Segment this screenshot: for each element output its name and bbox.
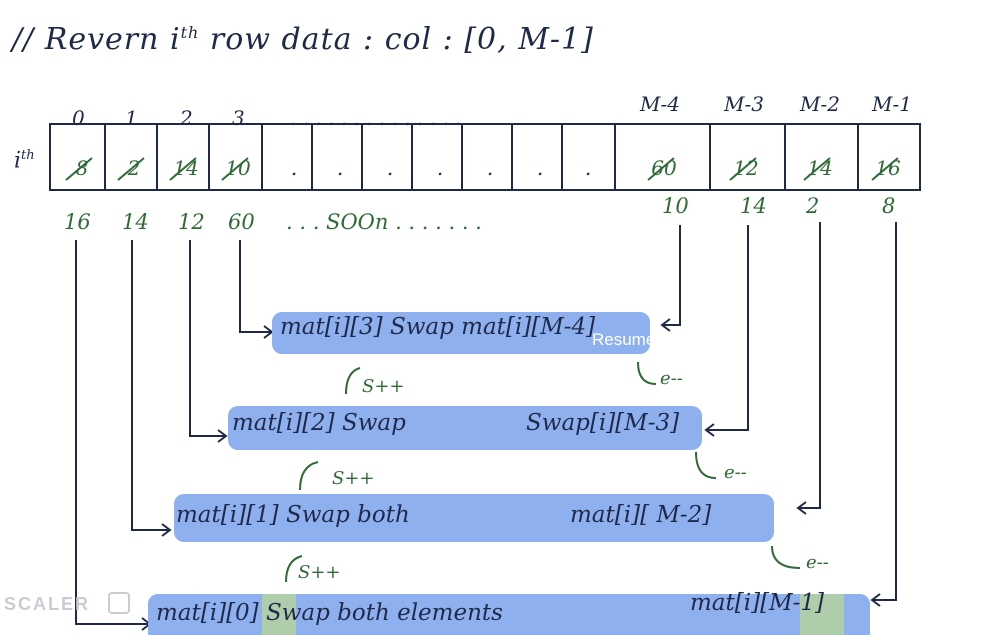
new-value: 12 <box>178 210 205 234</box>
connector-line <box>239 240 272 333</box>
swap-text: mat[i][0] Swap both elements <box>156 600 503 626</box>
swap-text: mat[i][3] Swap mat[i][M-4] <box>280 314 596 340</box>
array-cell: 12 <box>733 156 759 180</box>
swap-text: mat[i][2] Swap <box>232 410 406 436</box>
connector-line <box>706 225 749 431</box>
swap-band <box>174 494 774 542</box>
page-title: // Revern ith row data : col : [0, M-1] <box>12 22 594 57</box>
index-label: M-2 <box>800 92 840 116</box>
array-cell: . <box>584 156 592 180</box>
index-label: 0 <box>72 106 85 130</box>
new-value: 2 <box>806 194 820 218</box>
array-cell: . <box>536 156 544 180</box>
new-value: 8 <box>882 194 896 218</box>
strike-mark <box>729 157 757 181</box>
swap-text: mat[i][1] Swap both <box>176 502 410 528</box>
array-cell: 8 <box>75 156 89 180</box>
row-label: ith <box>14 148 35 174</box>
arrow-head <box>660 318 671 332</box>
index-label: 3 <box>232 106 245 130</box>
pointer-arrow <box>285 555 303 583</box>
strike-mark <box>803 157 831 181</box>
new-value: 16 <box>64 210 91 234</box>
array-cell: . <box>336 156 344 180</box>
swap-band <box>272 312 650 354</box>
strike-mark <box>647 157 675 181</box>
index-label: M-4 <box>640 92 680 116</box>
pointer-arrow <box>637 361 657 385</box>
pointer-arrow <box>299 461 319 491</box>
strike-mark <box>871 157 899 181</box>
arrow-head <box>704 423 715 437</box>
index-label: M-3 <box>724 92 764 116</box>
pointer-arrow <box>771 545 801 569</box>
connector-line <box>131 240 170 531</box>
array-cell: . <box>386 156 394 180</box>
array-cell: 14 <box>807 156 833 180</box>
array-cell: 60 <box>651 156 677 180</box>
start-increment: S++ <box>298 562 341 583</box>
connector-line <box>798 222 821 509</box>
connector-line <box>872 222 897 601</box>
highlight-mark <box>800 594 844 635</box>
arrow-head <box>870 593 881 607</box>
arrow-head <box>796 501 807 515</box>
index-dots: . . . . . . . . . . . . . . <box>290 106 462 130</box>
index-label: M-1 <box>872 92 912 116</box>
strike-mark <box>221 157 249 181</box>
pointer-arrow <box>345 367 361 395</box>
index-label: 1 <box>125 106 138 130</box>
arrow-head <box>217 429 228 443</box>
logo-icon <box>108 592 130 614</box>
end-decrement: e-- <box>724 462 747 483</box>
swap-band <box>228 406 702 450</box>
swap-text: Swap[i][M-3] <box>526 410 680 436</box>
array-cell: . <box>436 156 444 180</box>
array-outline <box>49 123 921 191</box>
new-value-note: . . . SOOn . . . . . . . <box>286 210 482 234</box>
new-value: 60 <box>228 210 255 234</box>
strike-mark <box>65 157 93 181</box>
array-cell: . <box>290 156 298 180</box>
watermark-logo: SCALER <box>4 594 91 614</box>
array-cell: 16 <box>875 156 901 180</box>
array-cell: 14 <box>173 156 199 180</box>
new-value: 10 <box>662 194 689 218</box>
connector-line <box>662 225 681 326</box>
end-decrement: e-- <box>806 552 829 573</box>
array-cell: 10 <box>225 156 251 180</box>
arrow-head <box>161 523 172 537</box>
array-cell: . <box>486 156 494 180</box>
array-cell: 2 <box>127 156 141 180</box>
highlight-mark <box>262 594 296 635</box>
new-value: 14 <box>740 194 767 218</box>
index-label: 2 <box>180 106 193 130</box>
swap-text: mat[i][ M-2] <box>570 502 712 528</box>
swap-text: mat[i][M-1] <box>690 590 824 616</box>
pointer-arrow <box>695 451 717 479</box>
start-increment: S++ <box>332 468 375 489</box>
strike-mark <box>169 157 197 181</box>
connector-line <box>75 240 150 625</box>
connector-line <box>189 240 226 437</box>
start-increment: S++ <box>362 376 405 397</box>
resume-button[interactable]: Resume <box>592 330 652 349</box>
end-decrement: e-- <box>660 368 683 389</box>
strike-mark <box>117 157 145 181</box>
new-value: 14 <box>122 210 149 234</box>
